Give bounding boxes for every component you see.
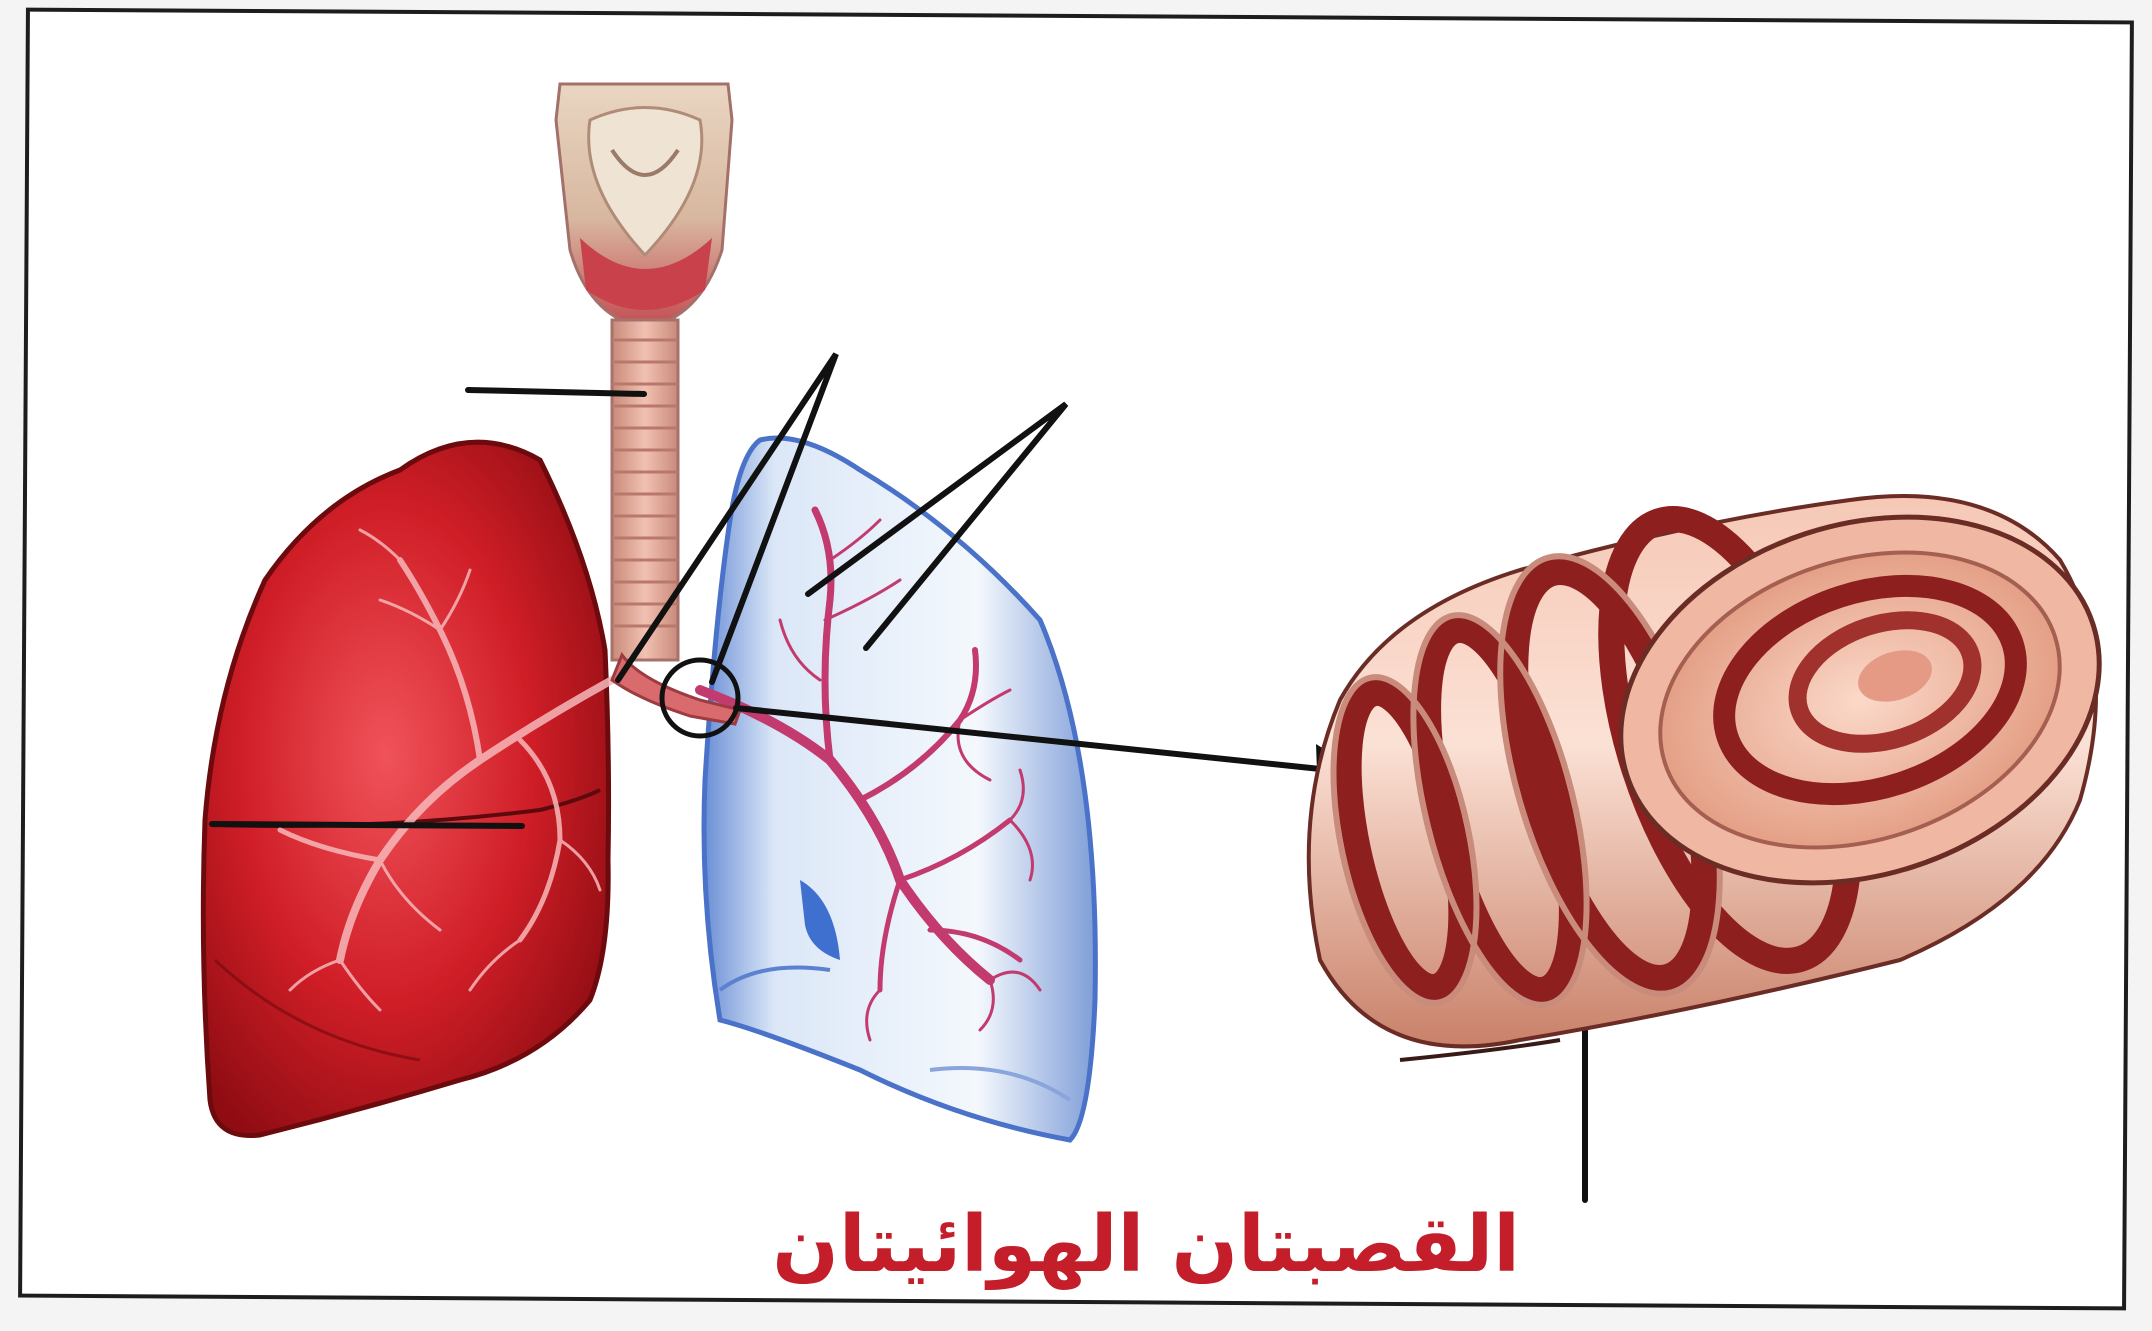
label-line-trachea	[468, 390, 644, 394]
left-lung	[700, 438, 1095, 1140]
bronchus-closeup	[1308, 458, 2147, 1060]
label-line-lung	[212, 824, 522, 826]
larynx	[556, 84, 732, 328]
bronchi-caption: القصبتان الهوائيتان	[860, 1190, 1520, 1300]
right-lung	[203, 442, 612, 1135]
